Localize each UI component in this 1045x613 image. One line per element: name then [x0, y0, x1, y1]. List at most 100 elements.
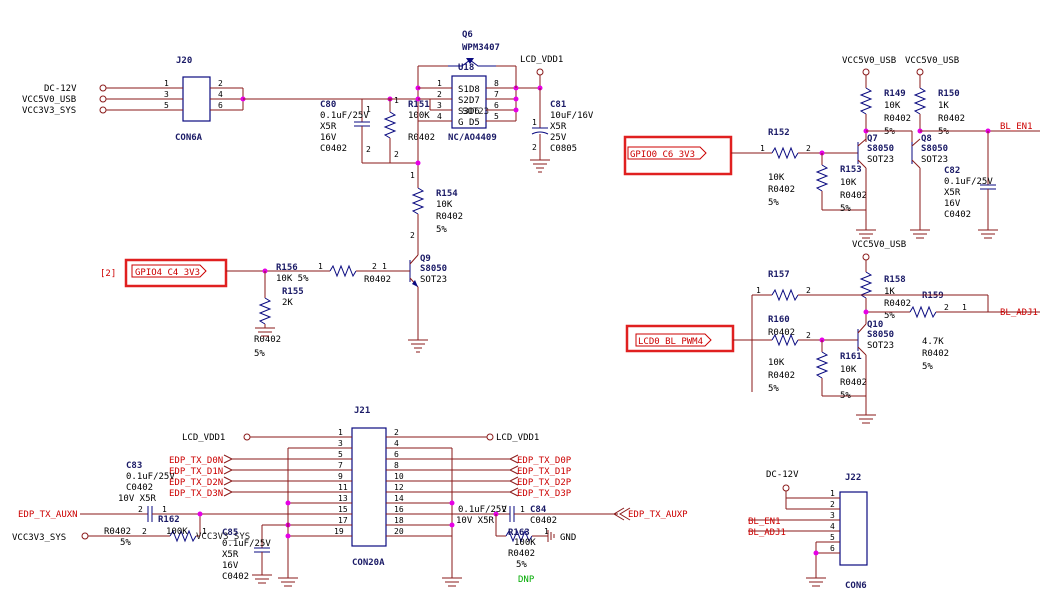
r154-pkg: R0402 — [436, 212, 463, 222]
j21-value: CON20A — [352, 558, 385, 568]
r154-value: 10K — [436, 200, 453, 210]
j21-pin-number: 7 — [338, 461, 343, 470]
q8-pkg: SOT23 — [921, 155, 948, 165]
q9-pkg: SOT23 — [420, 275, 447, 285]
c83-pkg: C0402 — [126, 483, 153, 493]
j21-pin-number: 2 — [394, 428, 399, 437]
svg-text:1: 1 — [382, 262, 387, 271]
svg-text:1: 1 — [366, 105, 371, 114]
gpio4-c4-highlight — [124, 258, 228, 288]
c83-value: 0.1uF/25V — [126, 472, 175, 482]
q8-value: S8050 — [921, 144, 948, 154]
j21-pin-number: 20 — [394, 527, 404, 536]
j21-pin-number: 8 — [394, 461, 399, 470]
svg-text:1: 1 — [437, 79, 442, 88]
u18-pin-s1: S1 — [458, 85, 469, 95]
r156-pkg: R0402 — [364, 275, 391, 285]
lcd0-bl-pwm4-netlabel[interactable]: LCD0_BL_PWM4 — [625, 324, 735, 353]
c80-pkg: C0402 — [320, 144, 347, 154]
svg-text:2: 2 — [410, 231, 415, 240]
q10-ground-symbol — [856, 414, 876, 424]
j20-net-vcc3v3: VCC3V3_SYS — [22, 106, 76, 116]
r154-resistor: R154 10K R0402 5% 12 — [410, 171, 463, 255]
j22-body — [839, 491, 868, 566]
r157-pkg: R0402 — [768, 328, 795, 338]
r152-tol: 5% — [768, 198, 779, 208]
q6-ref: Q6 — [462, 30, 473, 40]
svg-text:4: 4 — [437, 112, 442, 121]
svg-text:3: 3 — [830, 511, 835, 520]
r163-dnp: DNP — [518, 575, 535, 585]
j21-pin-number: 13 — [338, 494, 348, 503]
svg-text:1: 1 — [532, 118, 537, 127]
c83-ref: C83 — [126, 461, 142, 471]
j22-bl-en1-label: BL_EN1 — [748, 517, 781, 527]
r150-resistor: R150 1K R0402 5% — [913, 75, 965, 137]
gpio4-c4-text: GPIO4_C4_3V3 — [135, 268, 200, 278]
vcc3v3-sys-bottom-label: VCC3V3_SYS — [12, 533, 66, 543]
c80-value: 0.1uF/25V — [320, 111, 369, 121]
q7-ground-symbol — [856, 229, 876, 239]
j22-bl-adj1-label: BL_ADJ1 — [748, 528, 786, 538]
q10-pkg: SOT23 — [867, 341, 894, 351]
r162-ref: R162 — [158, 515, 180, 525]
r152-pkg: R0402 — [768, 185, 795, 195]
r152-ref: R152 — [768, 128, 790, 138]
j21-body — [351, 427, 387, 547]
c82-value: 0.1uF/25V — [944, 177, 993, 187]
svg-text:1: 1 — [164, 79, 169, 88]
q6-value: WPM3407 — [462, 43, 500, 53]
c85-die: X5R — [222, 550, 239, 560]
edp-tx-d1n-label: EDP_TX_D1N — [169, 467, 223, 477]
j21-pin-number: 6 — [394, 450, 399, 459]
lcd-vdd1-right-label: LCD_VDD1 — [496, 433, 539, 443]
r149-ref: R149 — [884, 89, 906, 99]
edp-p-net-labels: EDP_TX_D0P EDP_TX_D1P EDP_TX_D2P EDP_TX_… — [517, 456, 572, 499]
sheet-ref: [2] — [100, 269, 116, 279]
r160-tol: 5% — [768, 384, 779, 394]
svg-text:6: 6 — [218, 101, 223, 110]
edp-tx-d0n-label: EDP_TX_D0N — [169, 456, 223, 466]
q8-ground-symbol — [910, 229, 930, 239]
r160-resistor: R160 10K R0402 5% 2 — [768, 315, 858, 394]
svg-text:2: 2 — [502, 505, 507, 514]
edp-tx-auxn-label: EDP_TX_AUXN — [18, 510, 78, 520]
vcc5v0-q8-label: VCC5V0_USB — [905, 56, 959, 66]
svg-text:2: 2 — [830, 500, 835, 509]
r155-resistor: R155 2K R0402 5% — [254, 271, 304, 359]
svg-text:6: 6 — [494, 101, 499, 110]
q7-pkg: SOT23 — [867, 155, 894, 165]
vcc5v0-q7-label: VCC5V0_USB — [842, 56, 896, 66]
edp-p-arrow — [508, 487, 519, 497]
j21-pin-number: 3 — [338, 439, 343, 448]
j21-pin-number: 15 — [338, 505, 348, 514]
q10-ref: Q10 — [867, 320, 883, 330]
r149-value: 10K — [884, 101, 901, 111]
c81-pkg: C0805 — [550, 144, 577, 154]
svg-text:1: 1 — [544, 527, 549, 536]
svg-text:2: 2 — [532, 143, 537, 152]
r150-tol: 5% — [938, 127, 949, 137]
gpio4-c4-netlabel[interactable]: GPIO4_C4_3V3 — [124, 258, 228, 288]
r163-resistor: GND R163 100K R0402 5% DNP 1 — [495, 514, 576, 585]
r155-ground-symbol — [255, 327, 275, 337]
u18-pin-s3: S3 — [458, 107, 469, 117]
j21-pin-number: 14 — [394, 494, 404, 503]
c81-ground-symbol — [530, 159, 550, 173]
c84-pkg: C0402 — [530, 516, 557, 526]
svg-text:6: 6 — [830, 544, 835, 553]
svg-text:1: 1 — [410, 171, 415, 180]
r156-value: 10K 5% — [276, 274, 309, 284]
svg-text:2: 2 — [366, 145, 371, 154]
r159-tol: 5% — [922, 362, 933, 372]
r153-pkg: R0402 — [840, 191, 867, 201]
gpio0-c6-netlabel[interactable]: GPIO0_C6_3V3 — [623, 135, 733, 176]
c84-value: 0.1uF/25V — [458, 505, 507, 515]
svg-text:1: 1 — [756, 286, 761, 295]
svg-text:3: 3 — [164, 90, 169, 99]
c83-extra: 10V X5R — [118, 494, 157, 504]
